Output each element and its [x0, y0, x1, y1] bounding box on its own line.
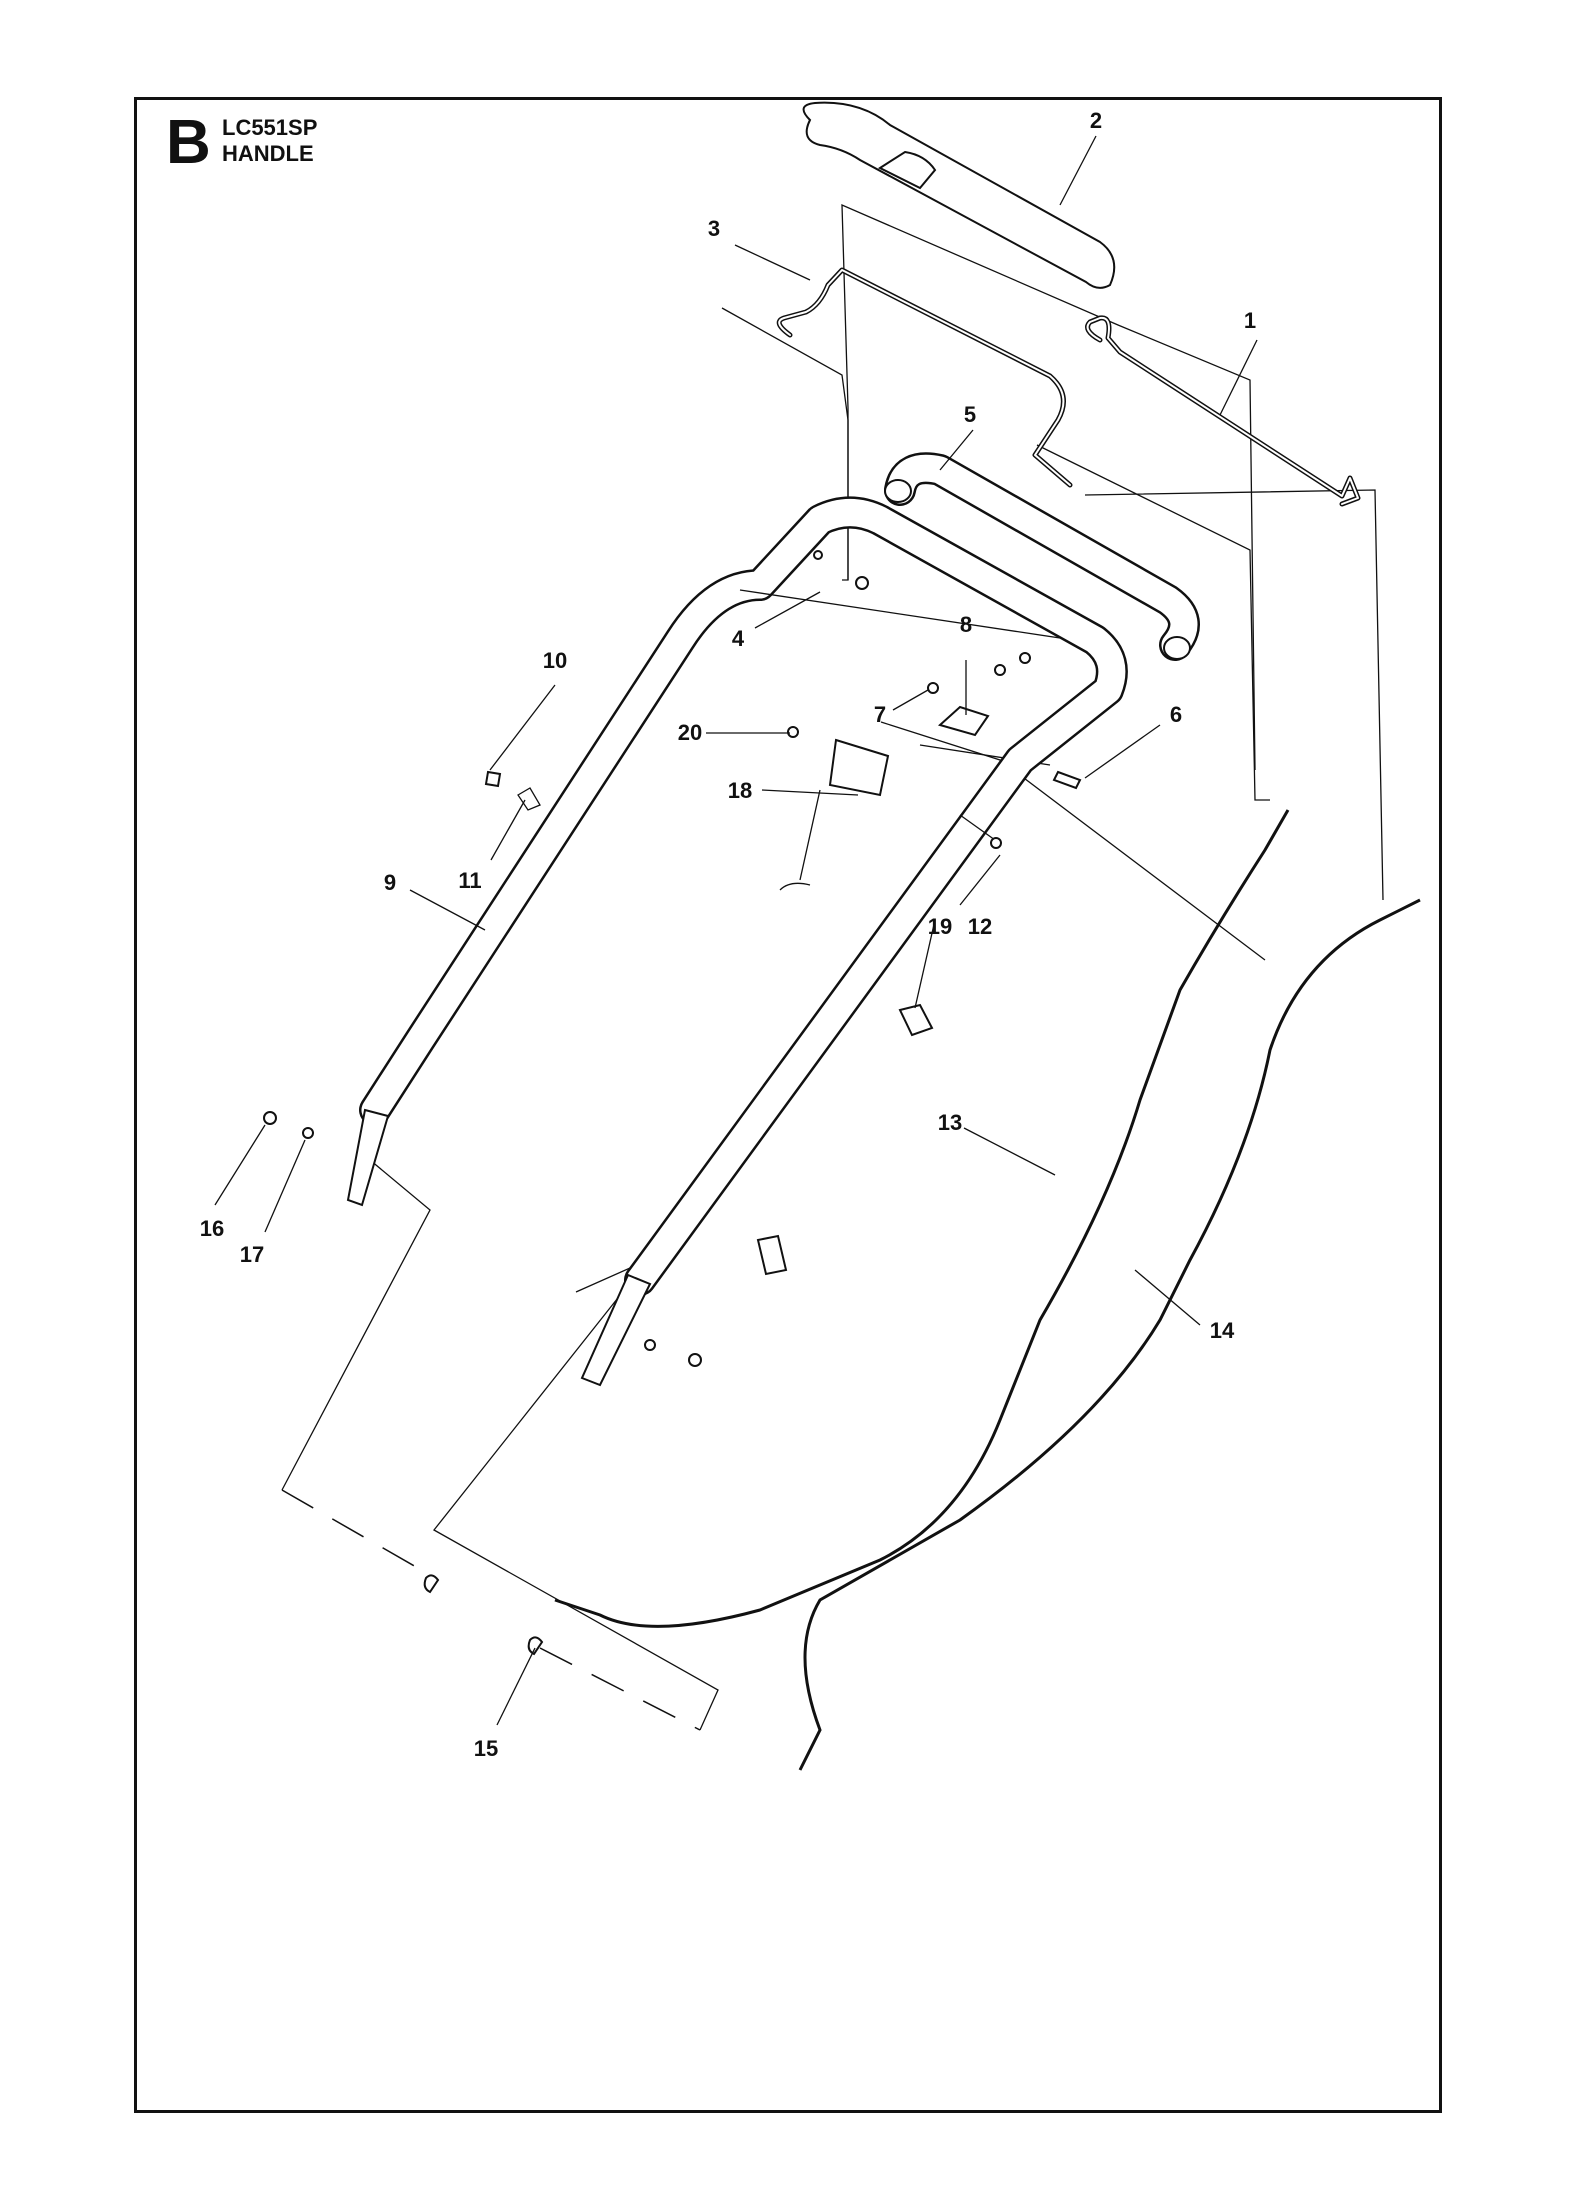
model-name: LC551SP — [222, 115, 318, 140]
cable-13 — [554, 809, 1290, 1628]
hardware — [263, 550, 1082, 1656]
leader-lines — [214, 135, 1258, 1726]
callout-8: 8 — [960, 612, 972, 637]
callout-13: 13 — [938, 1110, 962, 1135]
callout-16: 16 — [200, 1216, 224, 1241]
handle-grip — [802, 101, 1116, 289]
callout-18: 18 — [728, 778, 752, 803]
cable-14 — [798, 898, 1421, 1771]
section-letter: B — [166, 108, 211, 177]
foam-grip — [884, 452, 1200, 661]
callout-labels: 1 2 3 4 5 6 7 8 9 10 11 12 13 14 15 16 1… — [200, 108, 1256, 1761]
brake-wire — [1085, 315, 1361, 507]
callout-6: 6 — [1170, 702, 1182, 727]
diagram-title: LC551SP HANDLE — [222, 115, 317, 167]
bail-wire — [776, 267, 1073, 488]
dashed-line-left — [281, 1489, 431, 1576]
callout-7: 7 — [874, 702, 886, 727]
reference-lines — [281, 203, 1384, 1731]
callout-2: 2 — [1090, 108, 1102, 133]
callout-17: 17 — [240, 1242, 264, 1267]
callout-5: 5 — [964, 402, 976, 427]
callout-14: 14 — [1210, 1318, 1235, 1343]
callout-12: 12 — [968, 914, 992, 939]
callout-11: 11 — [458, 868, 481, 893]
handle-bar — [346, 496, 1128, 1387]
dashed-line-right — [539, 1647, 701, 1731]
assembly-name: HANDLE — [222, 141, 314, 166]
diagram-frame — [134, 97, 1442, 2113]
callout-3: 3 — [708, 216, 720, 241]
callout-20: 20 — [678, 720, 702, 745]
callout-15: 15 — [474, 1736, 498, 1761]
callout-9: 9 — [384, 870, 396, 895]
callout-10: 10 — [543, 648, 567, 673]
callout-19: 19 — [928, 914, 952, 939]
callout-4: 4 — [732, 626, 745, 651]
callout-1: 1 — [1244, 308, 1256, 333]
